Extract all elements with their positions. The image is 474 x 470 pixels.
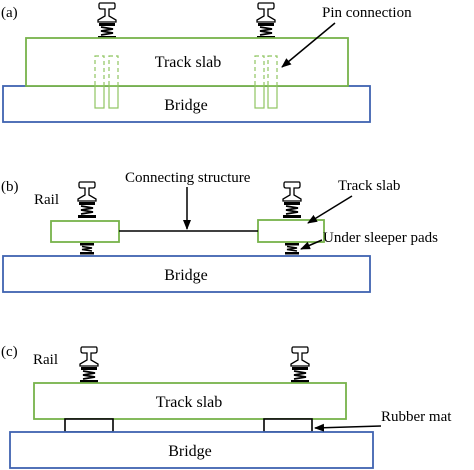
panel-label: (b)	[1, 179, 19, 195]
panel-a: (a) Bridge Track slab Pin connection	[1, 2, 412, 123]
panel-b: (b) Rail Bridge Connecting structure Tra…	[1, 170, 438, 293]
bridge	[2, 255, 371, 293]
rubber-mat-arrow	[314, 423, 382, 432]
under-sleeper-pads-label: Under sleeper pads	[323, 230, 438, 246]
panel-label: (a)	[1, 5, 18, 21]
rail-icon	[97, 2, 117, 40]
pin-connection-label: Pin connection	[322, 5, 412, 21]
under-sleeper-pad-icon	[79, 242, 95, 256]
track-slab-left	[50, 220, 120, 243]
connecting-structure-label: Connecting structure	[125, 170, 251, 186]
rail-icon	[77, 181, 97, 219]
pin-connection-arrow	[281, 22, 336, 68]
rail-label: Rail	[33, 352, 58, 368]
track-slab	[33, 382, 347, 420]
rail-label: Rail	[34, 192, 59, 208]
track-slab-arrow	[307, 195, 353, 224]
rail-icon	[282, 181, 302, 219]
track-slab-label: Track slab	[155, 54, 222, 71]
panel-label: (c)	[1, 344, 18, 360]
track-slab-right	[257, 219, 325, 243]
rubber-mat-label: Rubber mat	[381, 409, 452, 425]
track-slab-label: Track slab	[338, 178, 400, 194]
pin-connection-left	[94, 55, 119, 109]
pin-connection-right	[254, 55, 278, 109]
under-sleeper-pad-icon	[284, 242, 300, 256]
panel-c: (c) Rail Track slab Bridge Rubber mat	[1, 344, 452, 469]
rail-icon	[79, 346, 99, 384]
bridge-label: Bridge	[164, 267, 208, 284]
bridge-label: Bridge	[168, 443, 212, 460]
bridge-label: Bridge	[164, 97, 208, 114]
rubber-mat-right	[263, 418, 313, 433]
rubber-mat-left	[64, 418, 114, 433]
under-sleeper-pads-arrow	[300, 239, 323, 250]
track-slab	[25, 37, 349, 87]
bridge	[2, 85, 371, 123]
rail-icon	[256, 2, 276, 40]
bridge	[9, 431, 374, 469]
track-slab-label: Track slab	[156, 394, 223, 411]
rail-icon	[290, 346, 310, 384]
